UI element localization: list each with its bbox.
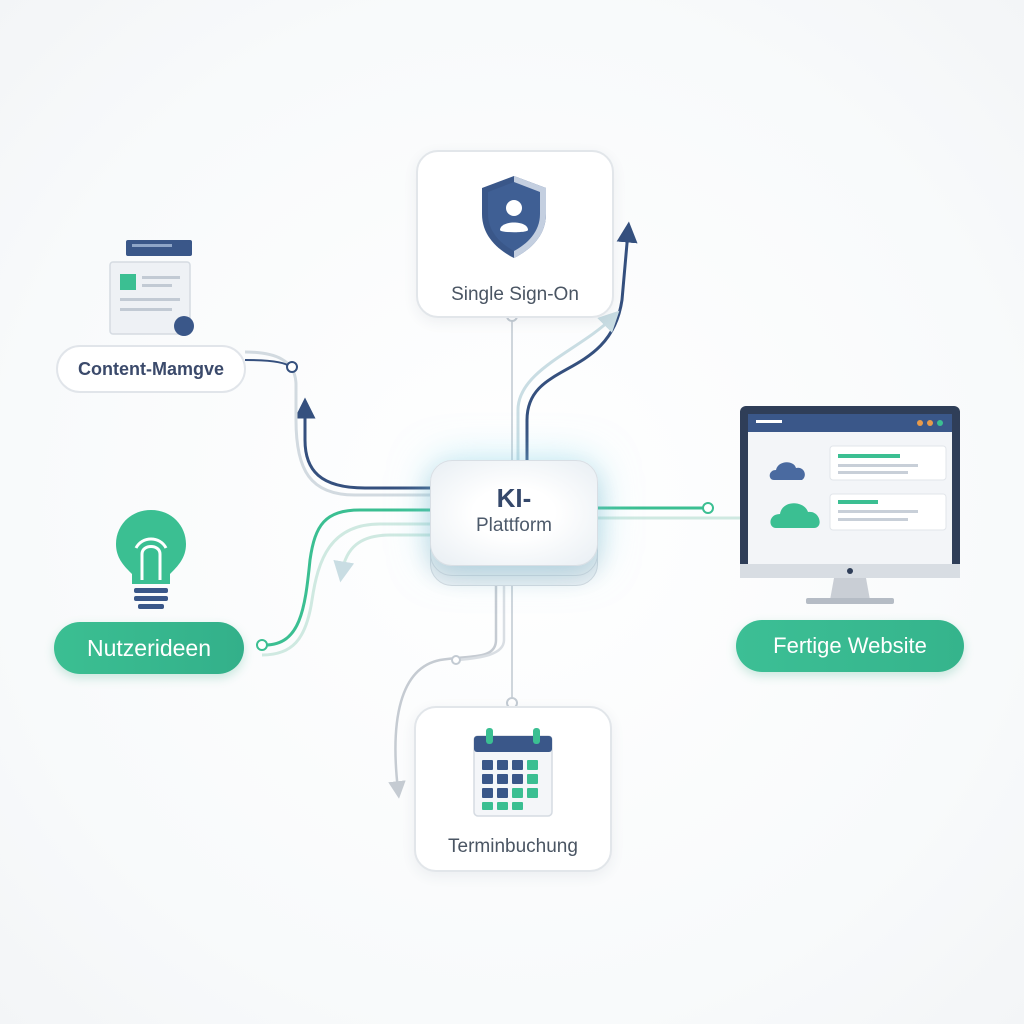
monitor-website-icon [740, 406, 960, 604]
single-sign-on-label: Single Sign-On [451, 284, 579, 305]
ki-platform-hub[interactable]: KI- Plattform [430, 460, 598, 586]
shield-user-icon [482, 176, 546, 258]
nutzerideen-label: Nutzerideen [86, 635, 212, 661]
connector-hub-down-stub [457, 580, 506, 662]
calendar-icon [473, 728, 553, 817]
hub-subtitle: Plattform [475, 515, 553, 536]
fertige-website-label: Fertige Website [773, 633, 927, 658]
fertige-website-pill[interactable]: Fertige Website [736, 620, 964, 672]
nutzerideen-pill[interactable]: Nutzerideen [54, 622, 244, 674]
connector-hub-down-gray [388, 580, 498, 799]
connector-hub-content-navy [294, 397, 432, 490]
terminbuchung-label: Terminbuchung [448, 836, 578, 857]
content-management-pill[interactable]: Content-Mamgve [56, 345, 246, 393]
single-sign-on-card[interactable]: Single Sign-On [416, 150, 614, 318]
content-management-label: Content-Mamgve [77, 359, 224, 379]
connector-dot-down [451, 655, 461, 665]
connector-dot-content [286, 361, 298, 373]
connector-hub-content-gray [244, 350, 432, 497]
connector-hub-up-light [516, 310, 620, 462]
connector-hub-ideas-light [261, 522, 432, 657]
terminbuchung-card[interactable]: Terminbuchung [414, 706, 612, 872]
hub-top: KI- Plattform [430, 460, 598, 566]
connector-hub-ideas-arrow [333, 533, 432, 583]
connector-dot-ideas [256, 639, 268, 651]
document-icon [109, 240, 194, 336]
connector-hub-ideas-green [264, 508, 432, 647]
hub-title: KI- [496, 483, 532, 513]
lightbulb-icon [116, 510, 186, 609]
connector-dot-website [702, 502, 714, 514]
